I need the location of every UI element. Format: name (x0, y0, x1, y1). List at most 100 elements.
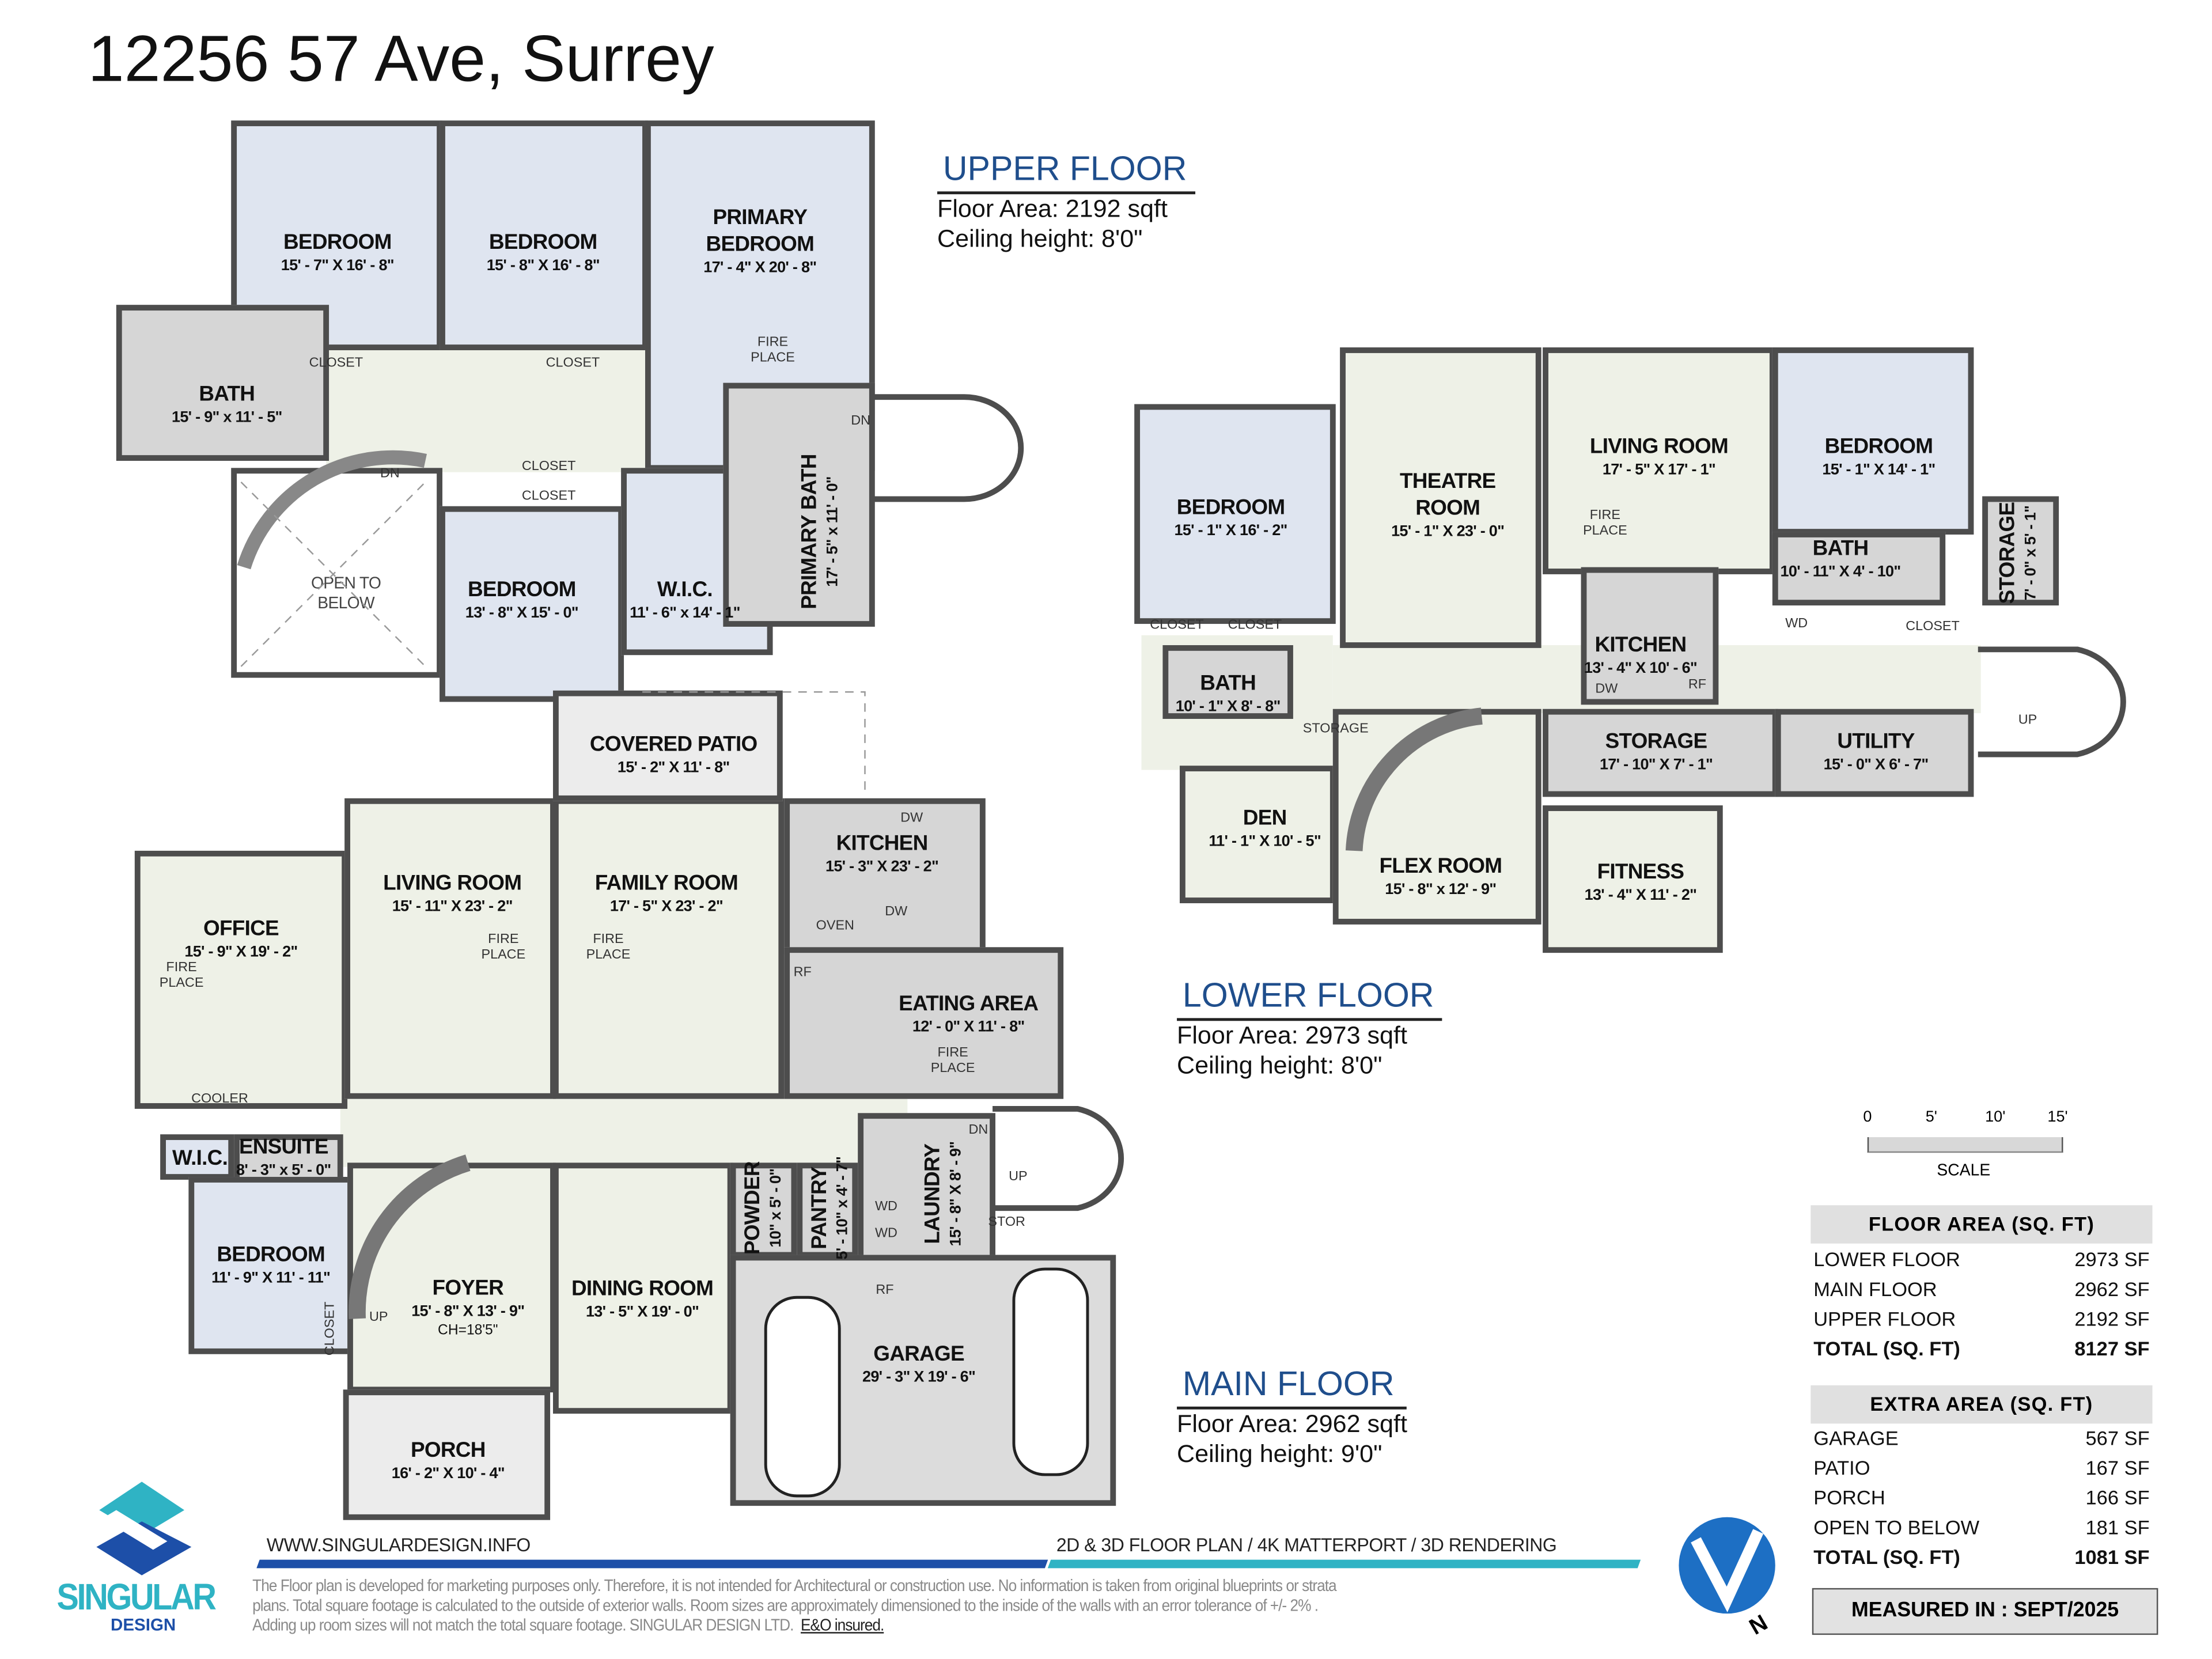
room-name: FOYER (432, 1276, 504, 1301)
website-link[interactable]: WWW.SINGULARDESIGN.INFO (266, 1534, 531, 1556)
fixture-label-wd: WD (874, 1199, 897, 1215)
room-name: FITNESS (1597, 859, 1685, 884)
singular-design-logo: SINGULAR DESIGN (54, 1479, 232, 1642)
fixture-label-closet: CLOSET (1906, 619, 1960, 635)
main-powder-room (730, 1162, 797, 1258)
floor-area-row: LOWER FLOOR 2973 SF (1813, 1247, 2149, 1272)
room-name: LIVING ROOM (1589, 434, 1729, 459)
main-floor-info: MAIN FLOOR Floor Area: 2962 sqft Ceiling… (1177, 1365, 1407, 1469)
lower-storage-room (1543, 709, 1778, 797)
fixture-label-closet: CLOSET (1150, 617, 1204, 634)
fixture-label-dw: DW (885, 904, 908, 920)
lower-floor-heading: LOWER FLOOR (1177, 977, 1443, 1021)
room-name: EATING AREA (899, 991, 1039, 1016)
lower-fitness-room (1543, 805, 1723, 953)
room-name: KITCHEN (1594, 633, 1687, 657)
room-name: DEN (1243, 806, 1287, 831)
fixture-label-stor: STOR (988, 1214, 1025, 1230)
room-name: BEDROOM (488, 230, 597, 255)
fixture-label-storage: STORAGE (1302, 721, 1369, 737)
room-name: UTILITY (1837, 729, 1915, 754)
services-tagline: 2D & 3D FLOOR PLAN / 4K MATTERPORT / 3D … (1056, 1534, 1557, 1556)
row-label: LOWER FLOOR (1813, 1248, 1960, 1271)
room-dimensions: 10' - 1" X 8' - 8" (1175, 698, 1281, 715)
car-icon (764, 1267, 1089, 1498)
room-dimensions: 13' - 4" X 11' - 2" (1584, 887, 1697, 904)
main-office-room (134, 850, 348, 1109)
fixture-label-rf: RF (1688, 677, 1707, 693)
room-dimensions: 15' - 8" x 12' - 9" (1385, 881, 1497, 899)
total-value: 1081 SF (2074, 1546, 2150, 1569)
brand-mark-icon (96, 1482, 192, 1575)
room-dimensions: 10' - 11" X 4' - 10" (1780, 563, 1902, 581)
row-label: UPPER FLOOR (1813, 1307, 1956, 1330)
main-stair-bay (993, 1105, 1124, 1211)
lower-kitchen-room (1581, 567, 1719, 705)
room-dimensions: 15' - 8" X 13' - 9" (411, 1303, 525, 1320)
main-pantry-room (797, 1162, 858, 1258)
main-porch-room (343, 1389, 551, 1520)
floor-area-total: TOTAL (SQ. FT)8127 SF (1813, 1336, 2149, 1361)
room-name: BEDROOM (1824, 434, 1933, 459)
row-label: MAIN FLOOR (1813, 1277, 1937, 1301)
fixture-label-up: UP (369, 1309, 388, 1325)
lower-bedroom-room (1134, 404, 1336, 624)
fixture-label-rf: RF (793, 965, 812, 981)
fixture-label-wd: WD (874, 1225, 897, 1242)
row-value: 567 SF (2085, 1426, 2150, 1449)
main-dining-room-room (552, 1162, 733, 1414)
upper-w-i-c--label: W.I.C. 11' - 6" x 14' - 1" (630, 577, 740, 623)
room-name: ENSUITE (238, 1135, 329, 1160)
fixture-label-fire-place: FIRE PLACE (586, 931, 631, 963)
lower-bath-room (1162, 645, 1293, 719)
room-dimensions: 15' - 1" X 23' - 0" (1391, 523, 1505, 540)
main-covered-patio-room (552, 690, 783, 801)
room-name: DINING ROOM (571, 1277, 714, 1301)
lower-bedroom-room (1772, 347, 1974, 535)
room-name: COVERED PATIO (589, 732, 757, 757)
footer-bar-teal (1047, 1559, 1641, 1569)
room-dimensions: 11' - 6" x 14' - 1" (630, 604, 740, 622)
main-foyer-room (347, 1162, 556, 1393)
room-dimensions: 15' - 1" X 14' - 1" (1822, 461, 1936, 479)
lower-living-room-room (1543, 347, 1775, 574)
scale-tick: 5' (1925, 1108, 1937, 1126)
room-name: FAMILY ROOM (594, 871, 738, 896)
total-label: TOTAL (SQ. FT) (1813, 1337, 1960, 1360)
floor-area-header: FLOOR AREA (SQ. FT) (1810, 1205, 2153, 1244)
row-value: 2973 SF (2074, 1248, 2150, 1271)
fixture-label-closet: CLOSET (521, 459, 576, 475)
footer-bar-blue (256, 1559, 1048, 1569)
total-label: TOTAL (SQ. FT) (1813, 1546, 1960, 1569)
room-name: OPEN TO BELOW (310, 575, 381, 613)
room-dimensions: 17' - 5" X 17' - 1" (1602, 461, 1716, 479)
room-name: LIVING ROOM (383, 871, 522, 896)
room-dimensions: 13' - 4" X 10' - 6" (1584, 660, 1698, 677)
fixture-label-fire-place: FIRE PLACE (1583, 507, 1627, 539)
spiral-stairs-icon (237, 450, 1483, 1319)
room-dimensions: 15' - 9" X 19' - 2" (184, 944, 298, 961)
main-living-room-room (344, 798, 556, 1099)
upper-bedroom-room (440, 120, 648, 350)
room-dimensions: 15' - 9" x 11' - 5" (172, 409, 282, 426)
lower-living-room-label: LIVING ROOM 17' - 5" X 17' - 1" (1589, 433, 1729, 480)
row-value: 181 SF (2085, 1516, 2150, 1539)
room-name: W.I.C. (657, 578, 713, 602)
room-name: GARAGE (873, 1342, 964, 1366)
upper-floor-ceiling: Ceiling height: 8'0" (937, 224, 1143, 253)
scale-bar: 0 5' 10' 15' SCALE (1858, 1106, 2070, 1191)
extra-area-total: TOTAL (SQ. FT) 1081 SF (1813, 1544, 2149, 1570)
